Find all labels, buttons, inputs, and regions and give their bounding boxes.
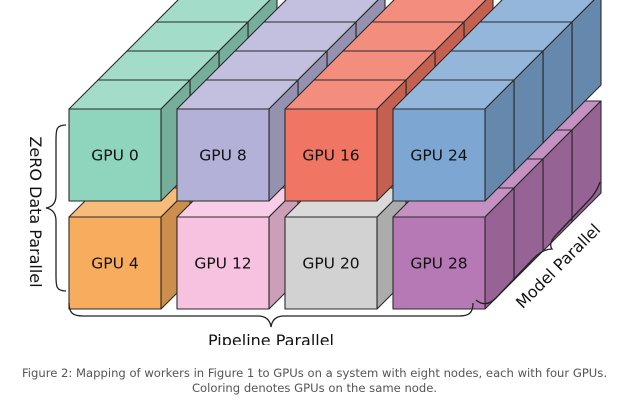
gpu-label: GPU 12 [194, 255, 251, 273]
cube-side-face [571, 0, 602, 115]
zero-data-parallel-label: ZeRO Data Parallel [26, 136, 45, 287]
gpu-label: GPU 8 [199, 147, 247, 165]
gpu-cube: GPU 24 [392, 79, 515, 202]
cube-front-face [392, 216, 486, 310]
gpu-cube: GPU 20 [284, 187, 407, 310]
gpu-label: GPU 0 [91, 147, 139, 165]
cube-front-face [68, 108, 162, 202]
cube-front-face [284, 108, 378, 202]
pipeline-parallel-label: Pipeline Parallel [208, 331, 334, 345]
cube-front-face [284, 216, 378, 310]
gpu-label: GPU 4 [91, 255, 139, 273]
figure-caption: Figure 2: Mapping of workers in Figure 1… [0, 366, 629, 396]
gpu-cube: GPU 0 [68, 79, 191, 202]
zero-data-parallel-brace [45, 124, 67, 292]
gpu-label: GPU 24 [410, 147, 467, 165]
model-parallel-brace [475, 181, 601, 305]
caption-line-1: Figure 2: Mapping of workers in Figure 1… [21, 366, 608, 380]
cube-front-face [68, 216, 162, 310]
gpu-cube-grid: GPU 4 GPU 12 GPU 20 GPU 28 GPU 0 GPU 8 GPU 16 G… [68, 0, 602, 310]
gpu-cube: GPU 16 [284, 79, 407, 202]
gpu-label: GPU 16 [302, 147, 359, 165]
gpu-cube: GPU 12 [176, 187, 299, 310]
pipeline-parallel-brace [68, 302, 474, 328]
gpu-cube: GPU 4 [68, 187, 191, 310]
gpu-cube: GPU 8 [176, 79, 299, 202]
gpu-label: GPU 20 [302, 255, 359, 273]
cube-front-face [176, 108, 270, 202]
cube-front-face [176, 216, 270, 310]
cube-front-face [392, 108, 486, 202]
brace-group [45, 124, 601, 328]
caption-line-2: Coloring denotes GPUs on the same node. [191, 381, 438, 395]
gpu-label: GPU 28 [410, 255, 467, 273]
gpu-cube: GPU 28 [392, 187, 515, 310]
gpu-mapping-diagram: GPU 4 GPU 12 GPU 20 GPU 28 GPU 0 GPU 8 GPU 16 G… [26, 0, 604, 345]
